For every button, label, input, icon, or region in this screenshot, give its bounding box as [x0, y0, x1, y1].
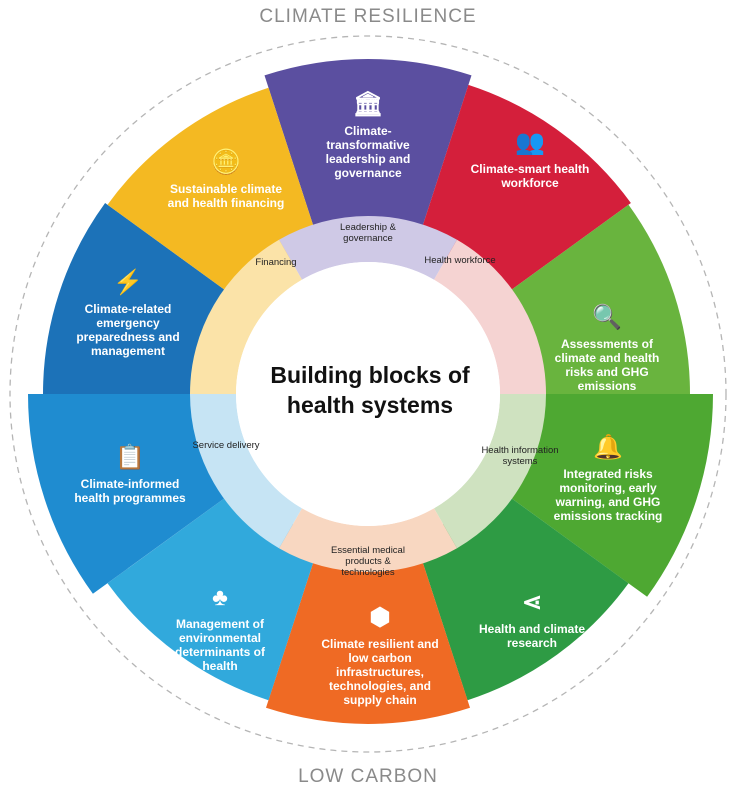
outer-segment: ⬢ Climate resilient and low carbon infras…: [318, 604, 442, 708]
outer-segment-wedge: [28, 394, 247, 594]
dashed-outer-ring: [9, 35, 727, 753]
coins-icon: 🪙: [211, 149, 241, 176]
outer-segment-label: Climate-smart health workforce: [470, 162, 590, 190]
share-network-icon: ⋖: [521, 589, 543, 616]
inner-segment-wedge: [279, 215, 457, 280]
low-carbon-label: LOW CARBON: [298, 766, 438, 787]
inner-segment-label: Financing: [255, 257, 297, 268]
outer-segment: 🪙 Sustainable climate and health financin…: [164, 149, 288, 211]
outer-segment-wedge: [489, 394, 713, 597]
outer-segment: 🔔 Integrated risks monitoring, early warn…: [546, 434, 670, 524]
outer-segment-label: Assessments of climate and health risks …: [554, 337, 660, 393]
inner-segment-wedge: [434, 239, 546, 394]
outer-segment-label: Integrated risks monitoring, early warni…: [553, 467, 663, 523]
outer-segment-label: Health and climate research: [478, 622, 586, 650]
inner-segment-wedge: [434, 394, 546, 549]
outer-segment: ⚡ Climate-related emergency preparedness …: [66, 269, 190, 359]
government-building-icon: 🏛: [352, 91, 384, 118]
outer-segment: 🔍 Assessments of climate and health risks…: [545, 304, 669, 394]
inner-segment-label: Leadership & governance: [340, 222, 396, 244]
center-title: Building blocks of health systems: [270, 362, 470, 418]
bell-icon: 🔔: [593, 434, 623, 461]
inner-segment-label: Health workforce: [424, 255, 496, 266]
outer-segment: ♣ Management of environmental determinant…: [158, 584, 282, 674]
outer-segment: 🏛 Climate-transformative leadership and g…: [306, 91, 430, 181]
inner-segment-label: Health information systems: [481, 445, 559, 467]
outer-segment-wedge: [43, 203, 247, 394]
inner-segment-wedge: [279, 508, 457, 573]
outer-segment-label: Management of environmental determinants…: [174, 617, 265, 673]
outer-segment-label: Climate-informed health programmes: [74, 477, 186, 505]
outer-segment: 📋 Climate-informed health programmes: [68, 444, 192, 506]
center-disc: [236, 262, 500, 526]
cube-network-icon: ⬢: [369, 604, 391, 631]
house-lightning-icon: ⚡: [113, 269, 143, 296]
outer-segment-label: Sustainable climate and health financing: [167, 182, 285, 210]
climate-resilience-label: CLIMATE RESILIENCE: [259, 6, 477, 27]
people-group-icon: 👥: [515, 129, 545, 156]
outer-segment-wedge: [266, 536, 470, 724]
outer-segment: 👥 Climate-smart health workforce: [468, 129, 592, 191]
inner-segment-wedge: [190, 394, 302, 549]
clipboard-icon: 📋: [115, 444, 145, 471]
inner-segment-wedge: [190, 239, 302, 394]
outer-segment-label: Climate-transformative leadership and go…: [325, 124, 411, 180]
outer-segment-label: Climate resilient and low carbon infrast…: [321, 637, 439, 707]
outer-segment-label: Climate-related emergency preparedness a…: [76, 302, 180, 358]
magnifier-icon: 🔍: [592, 304, 622, 331]
inner-segment-label: Essential medical products & technologie…: [331, 545, 405, 578]
outer-segment-wedge: [264, 59, 472, 252]
outer-segment: ⋖ Health and climate research: [470, 589, 594, 651]
environment-people-icon: ♣: [212, 584, 228, 611]
inner-segment-label: Service delivery: [192, 440, 260, 451]
